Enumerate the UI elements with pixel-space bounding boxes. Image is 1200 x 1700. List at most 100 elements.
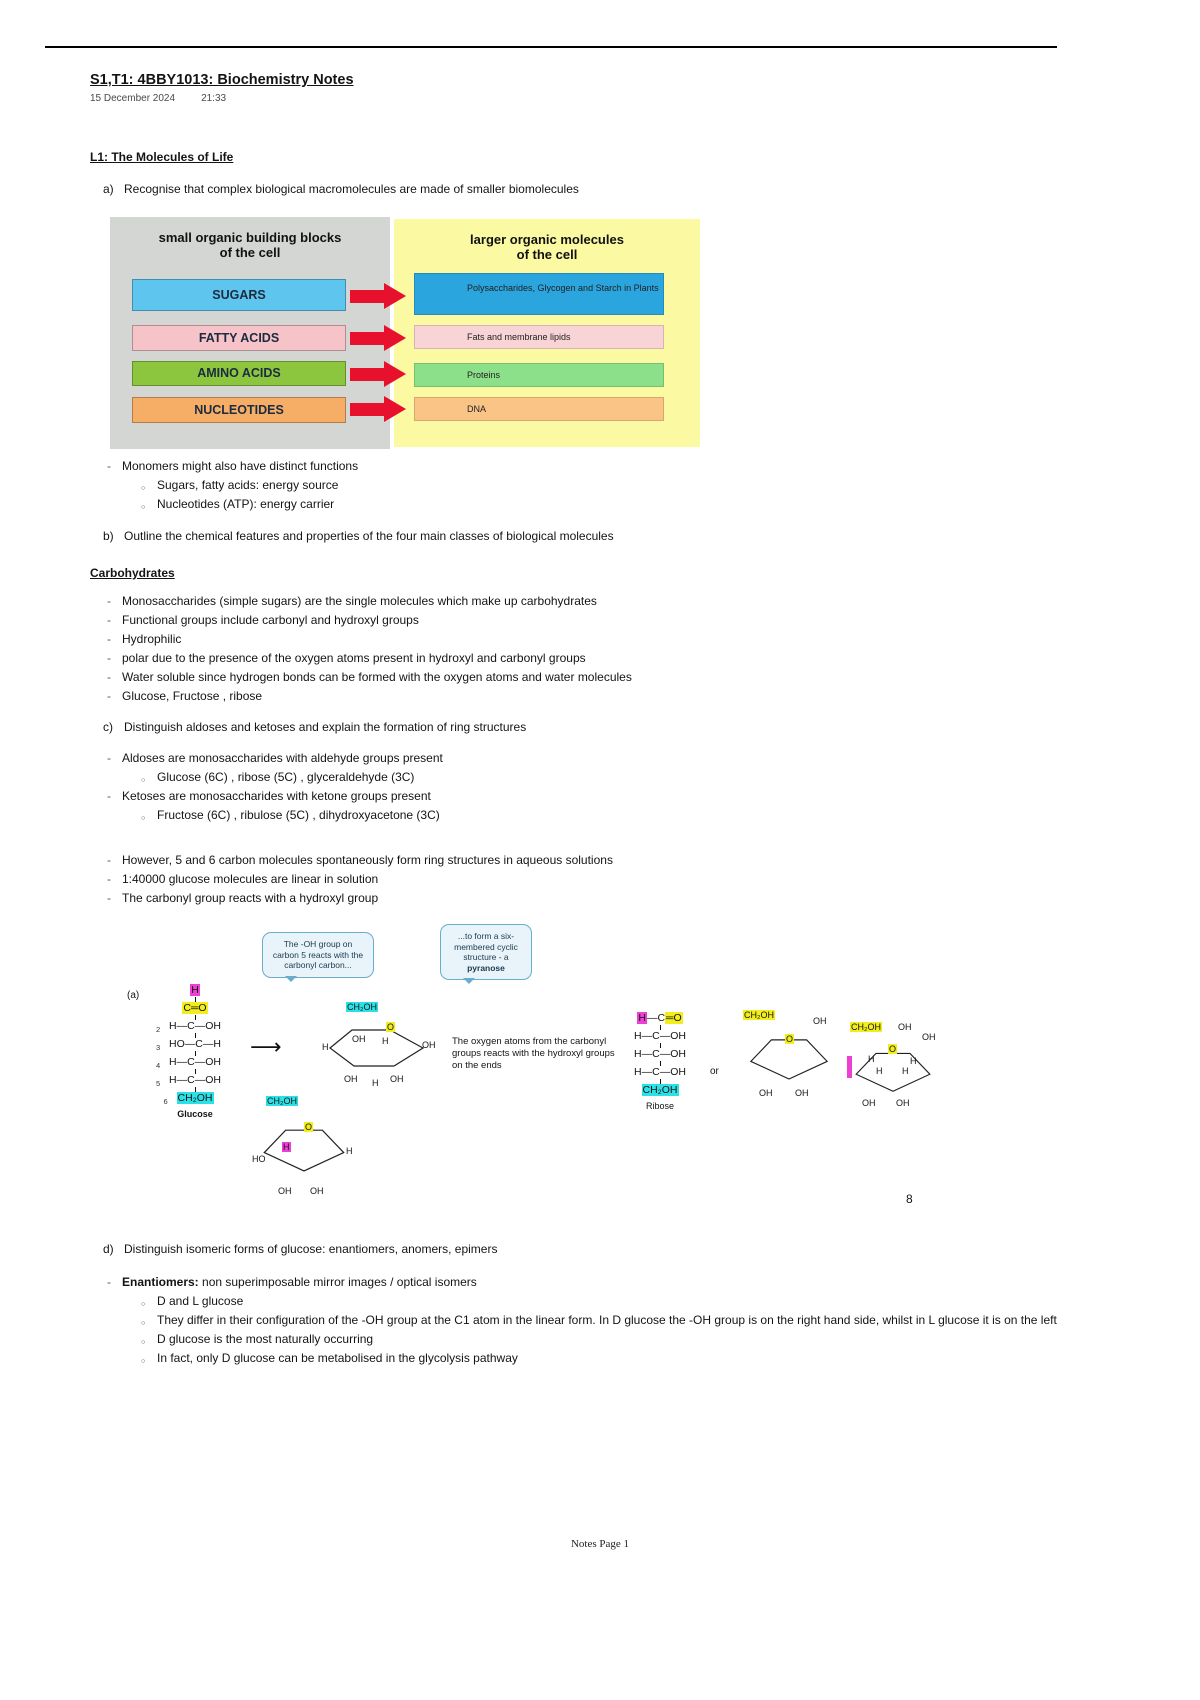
arrow-head: [384, 396, 406, 422]
carbon-number: 3: [156, 1043, 161, 1052]
red-arrow-icon: [350, 396, 406, 423]
figure-panel-label: (a): [127, 990, 140, 1001]
arrow-right-icon: ⟶: [250, 1034, 282, 1059]
glucose-label: Glucose: [177, 1109, 213, 1119]
ring-h-label: H: [910, 1056, 917, 1066]
page-title: S1,T1: 4BBY1013: Biochemistry Notes: [90, 72, 354, 88]
aldoses-ketoses-bullets: Aldoses are monosaccharides with aldehyd…: [105, 751, 1105, 826]
highlighted-carbonyl: ═O: [665, 1012, 683, 1024]
objective-c: c) Distinguish aldoses and ketoses and e…: [103, 720, 1105, 735]
ring-h-label: H: [282, 1142, 291, 1152]
bullet-item: Functional groups include carbonyl and h…: [105, 613, 1105, 628]
monomers-panel-title-line1: small organic building blocks: [158, 230, 342, 245]
ring-oh-label: OH: [390, 1074, 404, 1084]
objective-a: a) Recognise that complex biological mac…: [103, 182, 1105, 197]
arrow-head: [384, 283, 406, 309]
sub-bullet-item: Sugars, fatty acids: energy source: [140, 478, 1105, 496]
objective-b-marker: b): [103, 529, 114, 543]
sub-bullet-item: D and L glucose: [140, 1294, 1105, 1312]
callout-pyranose-bold: pyranose: [467, 962, 505, 973]
highlighted-h: H: [637, 1012, 647, 1024]
ring-h-label: H: [346, 1146, 353, 1156]
bullet-item: polar due to the presence of the oxygen …: [105, 651, 1105, 666]
ring-structure-bullets: However, 5 and 6 carbon molecules sponta…: [105, 853, 1105, 906]
formula-row: H—C—OH: [634, 1066, 686, 1078]
ribose-carbonyl-row: H—C═O: [637, 1012, 683, 1025]
ring-oh-label: OH: [862, 1098, 876, 1108]
nucleotides-box: NUCLEOTIDES: [132, 397, 346, 423]
formula-row: H—C—OH: [169, 1056, 221, 1068]
objective-a-text: Recognise that complex biological macrom…: [124, 182, 579, 196]
section-heading-carbohydrates: Carbohydrates: [90, 566, 175, 580]
bond-line: [194, 1051, 196, 1056]
enantiomers-definition: non superimposable mirror images / optic…: [198, 1275, 477, 1289]
enantiomers-lead-bullet: Enantiomers: non superimposable mirror i…: [105, 1275, 1105, 1290]
ring-ch2oh-label: CH₂OH: [743, 1010, 775, 1020]
note-time: 21:33: [201, 93, 227, 104]
red-arrow-icon: [350, 325, 406, 352]
ring-h-label: H: [372, 1078, 379, 1088]
ring-h-label: H: [382, 1036, 389, 1046]
bond-line: [194, 1033, 196, 1038]
highlighted-carbonyl: C═O: [182, 1002, 208, 1014]
ring-formation-figure: (a) The -OH group on carbon 5 reacts wit…: [100, 920, 1000, 1238]
formula-row: H—C—OH: [634, 1048, 686, 1060]
carbon-number: 2: [156, 1025, 161, 1034]
glucopyranose-ring: CH₂OH O H OH H OH OH H OH: [322, 1002, 436, 1098]
objective-b: b) Outline the chemical features and pro…: [103, 529, 1105, 544]
sub-bullet-item: Fructose (6C) , ribulose (5C) , dihydrox…: [140, 808, 1105, 826]
callout-oh-group: The -OH group on carbon 5 reacts with th…: [262, 932, 374, 981]
callout-pyranose-text: ...to form a six-membered cyclic structu…: [454, 931, 518, 962]
magenta-highlight-bar: [847, 1056, 852, 1078]
ribofuranose-ring-1: CH₂OH O OH OH OH: [743, 1010, 837, 1108]
formula-row: H—C—OH: [169, 1074, 221, 1086]
bond-line: [194, 1015, 196, 1020]
hexagon-ring-outline: [329, 1029, 425, 1067]
ribofuranose-ring-2: CH₂OH OH O OH H H H H OH OH: [847, 1022, 940, 1118]
formula-row: H—C—OH: [634, 1030, 686, 1042]
arrow-shaft: [350, 290, 384, 303]
sub-bullet-item: In fact, only D glucose can be metabolis…: [140, 1351, 1105, 1369]
formula-row: —C: [646, 1012, 666, 1024]
ring-h-label: H: [876, 1066, 883, 1076]
ring-oh-label: OH: [278, 1186, 292, 1196]
ring-oh-label: OH: [352, 1034, 366, 1044]
highlighted-ch2oh: CH₂OH: [641, 1084, 679, 1096]
page-footer: Notes Page 1: [570, 1538, 630, 1550]
bond-line: [194, 997, 196, 1002]
ring-ch2oh-label: CH₂OH: [850, 1022, 882, 1032]
objective-d-text: Distinguish isomeric forms of glucose: e…: [124, 1242, 498, 1256]
ring-h-label: H: [868, 1054, 875, 1064]
bullet-item: Water soluble since hydrogen bonds can b…: [105, 670, 1105, 685]
enantiomers-term: Enantiomers:: [122, 1275, 199, 1289]
carbonyl-group: C═O: [182, 1002, 208, 1015]
ring-ch2oh-label: CH₂OH: [346, 1002, 378, 1012]
polymers-panel-title-line1: larger organic molecules: [470, 232, 624, 247]
arrow-shaft: [350, 332, 384, 345]
highlighted-h: H: [190, 984, 200, 996]
sugars-box: SUGARS: [132, 279, 346, 311]
arrow-shaft: [350, 368, 384, 381]
aldehyde-h: H: [190, 984, 200, 997]
polymers-panel-title: larger organic molecules of the cell: [394, 219, 700, 262]
bullet-item: 1:40000 glucose molecules are linear in …: [105, 872, 1105, 887]
objective-b-text: Outline the chemical features and proper…: [124, 529, 614, 543]
sub-bullet-item: Glucose (6C) , ribose (5C) , glyceraldeh…: [140, 770, 1105, 788]
sub-bullet-item: Nucleotides (ATP): energy carrier: [140, 497, 1105, 515]
objective-d-marker: d): [103, 1242, 114, 1256]
arrow-head: [384, 361, 406, 387]
ring-oh-label: OH: [813, 1016, 827, 1026]
bullet-item: Monomers might also have distinct functi…: [105, 459, 1105, 474]
ring-ho-label: HO: [252, 1154, 266, 1164]
pentagon-ring-outline: [263, 1129, 345, 1172]
arrow-shaft: [350, 403, 384, 416]
bond-line: [194, 1069, 196, 1074]
bond-line: [659, 1025, 661, 1030]
ring-oh-label: OH: [344, 1074, 358, 1084]
building-blocks-diagram: small organic building blocks of the cel…: [110, 217, 710, 449]
monomer-function-notes: Monomers might also have distinct functi…: [105, 459, 1105, 515]
dna-box: DNA: [414, 397, 664, 421]
